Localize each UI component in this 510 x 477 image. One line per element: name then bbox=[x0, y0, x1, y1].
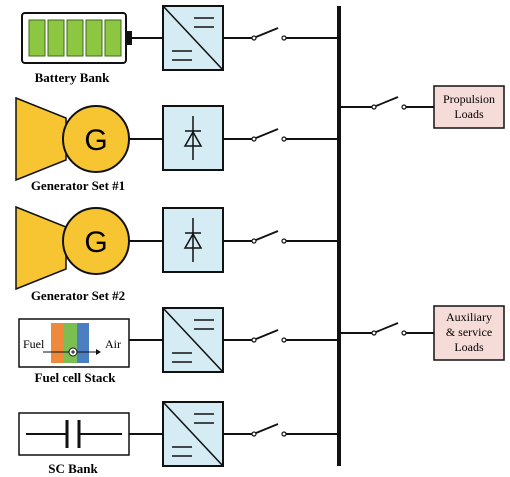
dc-dc-converter-3 bbox=[162, 401, 224, 467]
switch-contact bbox=[251, 337, 257, 343]
arrow-right-icon bbox=[96, 349, 101, 355]
converter-diagonal bbox=[162, 401, 224, 467]
battery-bank: Battery Bank bbox=[21, 12, 132, 85]
propulsion-loads-box bbox=[433, 85, 505, 129]
fuel-cell-stack: Fuel Air Fuel cell Stack bbox=[18, 318, 130, 385]
battery-cell bbox=[85, 19, 103, 57]
generator-set-2: G Generator Set #2 bbox=[15, 205, 130, 303]
diode-icon bbox=[183, 232, 203, 249]
switch-contact bbox=[281, 337, 287, 343]
rectifier-1 bbox=[162, 105, 224, 171]
switch-contact bbox=[281, 431, 287, 437]
propulsion-feeder bbox=[341, 96, 434, 110]
battery-cell bbox=[28, 19, 46, 57]
switch-contact bbox=[251, 136, 257, 142]
battery-cell bbox=[104, 19, 122, 57]
switch-line-4 bbox=[223, 329, 338, 343]
battery-cell bbox=[47, 19, 65, 57]
switch-icon bbox=[255, 230, 279, 241]
diode-icon bbox=[183, 130, 203, 147]
generator-set-2-label: Generator Set #2 bbox=[31, 288, 125, 303]
switch-contact bbox=[281, 238, 287, 244]
battery-cell bbox=[66, 19, 84, 57]
switch-contact bbox=[281, 136, 287, 142]
auxiliary-loads-label: Loads bbox=[454, 340, 484, 354]
switch-contact bbox=[251, 238, 257, 244]
switch-line-2 bbox=[223, 128, 338, 142]
turbine-icon bbox=[15, 205, 67, 291]
auxiliary-loads-label: & service bbox=[446, 325, 492, 339]
switch-contact bbox=[251, 35, 257, 41]
sc-bank-label: SC Bank bbox=[48, 461, 98, 476]
propulsion-loads-label: Loads bbox=[454, 107, 484, 121]
switch-contact bbox=[401, 104, 407, 110]
fuel-cell-label: Fuel cell Stack bbox=[35, 370, 117, 385]
battery-bank-label: Battery Bank bbox=[35, 70, 111, 85]
fuel-cell-anode bbox=[51, 323, 63, 363]
auxiliary-feeder bbox=[341, 322, 434, 336]
switch-line-5 bbox=[223, 423, 338, 437]
converter-diagonal bbox=[162, 307, 224, 373]
generator-set-1-label: Generator Set #1 bbox=[31, 178, 125, 193]
switch-icon bbox=[375, 322, 399, 333]
switch-contact bbox=[371, 104, 377, 110]
propulsion-loads: Propulsion Loads bbox=[433, 85, 505, 129]
sc-bank: SC Bank bbox=[18, 412, 130, 476]
switch-contact bbox=[281, 35, 287, 41]
generator-set-1: G Generator Set #1 bbox=[15, 96, 130, 193]
rectifier-2 bbox=[162, 207, 224, 273]
battery-terminal bbox=[126, 31, 132, 45]
propulsion-loads-label: Propulsion bbox=[443, 92, 495, 106]
turbine-icon bbox=[15, 96, 67, 182]
switch-line-3 bbox=[223, 230, 338, 244]
switch-icon bbox=[255, 329, 279, 340]
fuel-cell-electrolyte bbox=[63, 323, 77, 363]
switch-line-1 bbox=[223, 27, 338, 41]
switch-icon bbox=[255, 423, 279, 434]
converter-diagonal bbox=[162, 5, 224, 71]
generator-symbol: G bbox=[84, 226, 107, 259]
air-label: Air bbox=[105, 337, 121, 351]
switch-icon bbox=[255, 27, 279, 38]
fuel-cell-cathode bbox=[77, 323, 89, 363]
auxiliary-loads: Auxiliary & service Loads bbox=[433, 305, 505, 361]
auxiliary-loads-label: Auxiliary bbox=[446, 310, 492, 324]
switch-icon bbox=[375, 96, 399, 107]
auxiliary-loads-box bbox=[433, 305, 505, 361]
switch-contact bbox=[251, 431, 257, 437]
switch-contact bbox=[371, 330, 377, 336]
fuel-label: Fuel bbox=[23, 337, 45, 351]
dc-dc-converter-1 bbox=[162, 5, 224, 71]
switch-icon bbox=[255, 128, 279, 139]
dc-dc-converter-2 bbox=[162, 307, 224, 373]
switch-contact bbox=[401, 330, 407, 336]
generator-symbol: G bbox=[84, 124, 107, 157]
